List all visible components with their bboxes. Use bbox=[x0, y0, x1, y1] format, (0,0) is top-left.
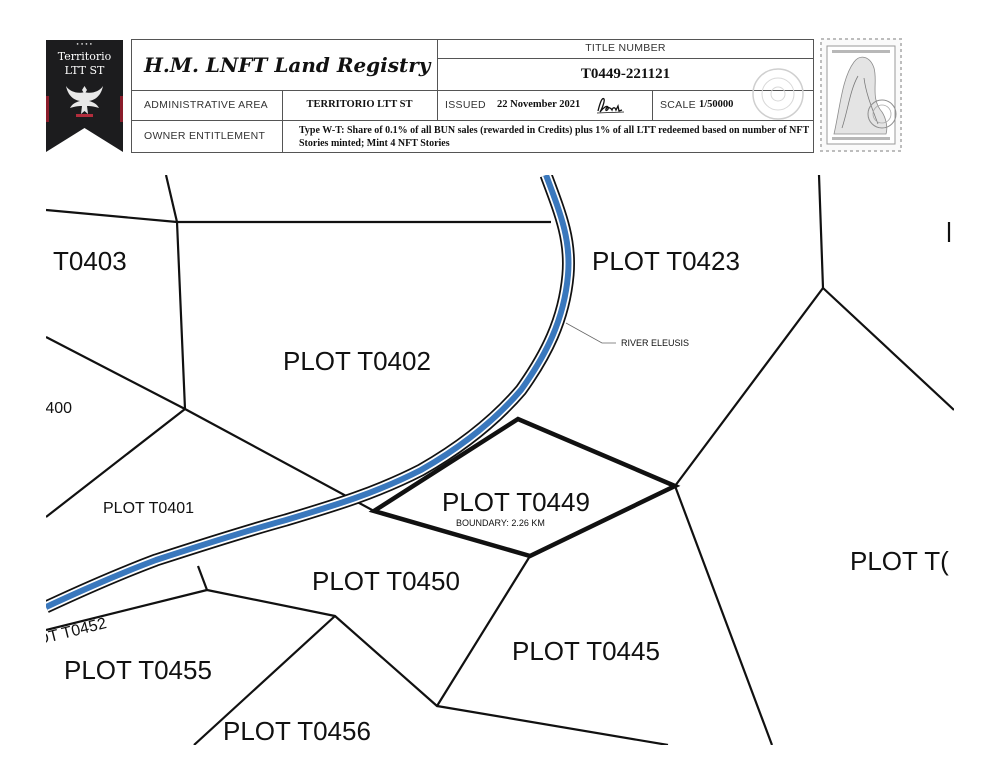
plot-t0452-label: OT T0452 bbox=[46, 615, 108, 649]
admin-area-value: TERRITORIO LTT ST bbox=[306, 99, 413, 110]
scale-value: 1/50000 bbox=[699, 99, 734, 110]
plot-t0456-label: PLOT T0456 bbox=[223, 716, 371, 745]
eagle-crest-icon bbox=[66, 86, 103, 117]
boundary-length-label: BOUNDARY: 2.26 KM bbox=[456, 518, 545, 528]
plot-t0445-label: PLOT T0445 bbox=[512, 636, 660, 666]
plot-t0455-label: PLOT T0455 bbox=[64, 655, 212, 685]
territory-banner: ● ● ● ● Territorio LTT ST bbox=[46, 40, 123, 152]
admin-area-label: ADMINISTRATIVE AREA bbox=[144, 99, 268, 111]
title-header-table: H.M. LNFT Land Registry TITLE NUMBER T04… bbox=[131, 39, 814, 153]
banner-title-line1: Territorio bbox=[57, 50, 112, 63]
plot-map: RIVER ELEUSIS T0403 PLOT T0423 PLOT T040… bbox=[46, 175, 954, 745]
seal-watermark-icon bbox=[752, 68, 804, 120]
map-canvas: RIVER ELEUSIS T0403 PLOT T0423 PLOT T040… bbox=[46, 175, 954, 745]
plot-t0449-label: PLOT T0449 bbox=[442, 487, 590, 517]
plot-t0450-label: PLOT T0450 bbox=[312, 566, 460, 596]
title-number-label: TITLE NUMBER bbox=[585, 42, 666, 54]
river-eleusis bbox=[46, 175, 576, 613]
plot-t0449-boundary bbox=[368, 416, 681, 559]
banner-title-line2: LTT ST bbox=[64, 64, 105, 77]
registry-name: H.M. LNFT Land Registry bbox=[144, 53, 431, 77]
title-number: T0449-221121 bbox=[580, 66, 671, 82]
plot-boundaries bbox=[46, 175, 954, 745]
river-label: RIVER ELEUSIS bbox=[621, 338, 689, 348]
plot-right-cut-label: PLOT T( bbox=[850, 546, 949, 576]
owner-entitlement-label: OWNER ENTITLEMENT bbox=[144, 130, 266, 142]
issued-label: ISSUED bbox=[445, 99, 486, 111]
scale-label: SCALE bbox=[660, 99, 696, 111]
plot-t0403-label: T0403 bbox=[53, 246, 127, 276]
banner-caption: ● ● ● ● bbox=[76, 41, 93, 46]
postage-stamp-icon bbox=[820, 38, 902, 152]
river-label-leader bbox=[565, 322, 616, 344]
plot-t0400-label: )400 bbox=[46, 400, 72, 417]
plot-t0423-label: PLOT T0423 bbox=[592, 246, 740, 276]
issued-date: 22 November 2021 bbox=[497, 99, 581, 110]
signature-icon bbox=[596, 97, 625, 114]
owner-entitlement-value: Type W-T: Share of 0.1% of all BUN sales… bbox=[299, 125, 809, 149]
plot-t0401-label: PLOT T0401 bbox=[103, 500, 194, 517]
plot-t0402-label: PLOT T0402 bbox=[283, 346, 431, 376]
